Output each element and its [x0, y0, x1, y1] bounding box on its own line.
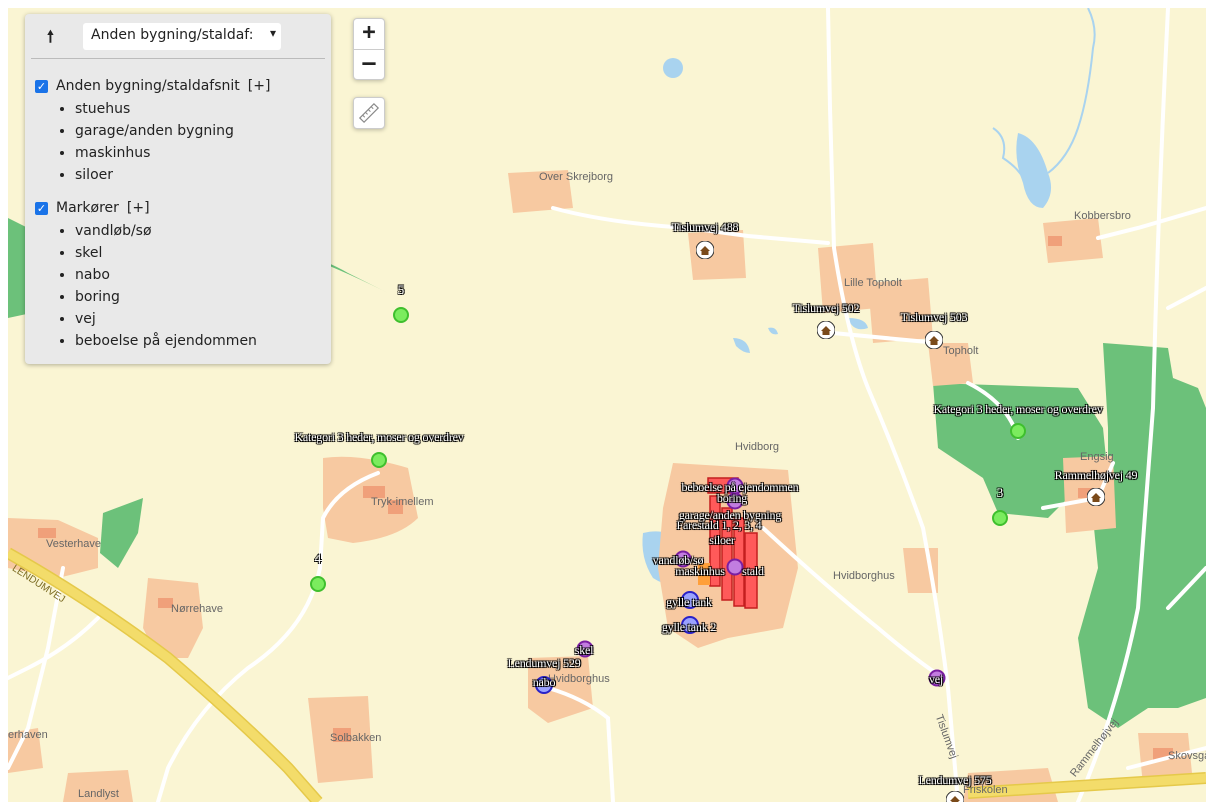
blue-marker[interactable]: [681, 591, 699, 609]
map-label: Lendumvej 575: [918, 773, 992, 787]
house-icon[interactable]: [696, 241, 714, 259]
marker-number: 5: [397, 282, 405, 297]
green-marker[interactable]: [310, 576, 326, 592]
map-label: siloer: [709, 533, 735, 547]
map-label: garage/anden bygning: [678, 508, 782, 522]
layer-group-buildings: ✓ Anden bygning/staldafsnit [+] stuehus …: [35, 76, 270, 186]
map-label: vandløb/sø: [652, 553, 704, 567]
map-label: stald: [742, 564, 764, 578]
legend-item: maskinhus: [75, 142, 270, 164]
map-label: Tislumvej 488: [671, 220, 739, 234]
map-label: Rammelhøjvej 49: [1054, 468, 1138, 482]
legend-item: nabo: [75, 264, 257, 286]
legend-item: garage/anden bygning: [75, 120, 270, 142]
layer-checkbox[interactable]: ✓: [35, 201, 48, 215]
place-label: Nørrehave: [171, 603, 223, 615]
house-icon[interactable]: [1087, 488, 1105, 506]
measure-button[interactable]: [353, 97, 385, 129]
layer-panel: 🠕 Anden bygning/staldaf: ▾ ✓ Anden bygni…: [25, 14, 331, 364]
place-label: Friskolen: [963, 784, 1008, 796]
map-label: beboelse på ejendommen: [681, 480, 799, 494]
purple-marker[interactable]: [726, 492, 744, 510]
purple-marker[interactable]: [726, 558, 744, 576]
place-label: Topholt: [943, 345, 979, 357]
map-label: gylle tank 2: [661, 620, 717, 634]
map-label: Tislumvej 503: [900, 310, 968, 324]
arrow-up-icon[interactable]: 🠕: [47, 27, 54, 46]
layer-group-label: Anden bygning/staldafsnit: [56, 78, 240, 94]
layer-checkbox[interactable]: ✓: [35, 79, 48, 93]
place-label: Tryk-imellem: [371, 496, 434, 508]
legend-item: beboelse på ejendommen: [75, 330, 257, 352]
map-label: skel: [574, 643, 594, 657]
green-marker[interactable]: [1010, 423, 1026, 439]
legend-item: stuehus: [75, 98, 270, 120]
zoom-in-button[interactable]: +: [354, 19, 384, 50]
place-label: Kobbersbro: [1074, 210, 1131, 222]
place-label: Engsig: [1080, 451, 1114, 463]
place-label: Over Skrejborg: [539, 171, 613, 183]
map-label: maskinhus: [675, 564, 725, 578]
layer-group-markers: ✓ Markører [+] vandløb/sø skel nabo bori…: [35, 198, 257, 352]
map-label: Kategori 3 heder, moser og overdrev: [294, 430, 464, 444]
purple-marker[interactable]: [674, 550, 692, 568]
layer-select[interactable]: Anden bygning/staldaf: ▾: [83, 23, 281, 50]
place-label: Landlyst: [78, 788, 119, 800]
zoom-out-button[interactable]: –: [362, 51, 376, 76]
place-label: Hvidborg: [735, 441, 780, 453]
green-marker[interactable]: [992, 510, 1008, 526]
map-label: Kategori 3 heder, moser og overdrev: [933, 402, 1103, 416]
map-label: Farestald 1, 2, 3, 4: [676, 518, 762, 532]
legend-item: boring: [75, 286, 257, 308]
house-icon[interactable]: [817, 321, 835, 339]
map-basemap: [8, 8, 1206, 802]
legend-item: vandløb/sø: [75, 220, 257, 242]
map-label: vej: [928, 672, 944, 686]
marker-number: 4: [314, 551, 322, 566]
purple-marker[interactable]: [576, 640, 594, 658]
legend-item: siloer: [75, 164, 270, 186]
green-marker[interactable]: [393, 307, 409, 323]
chevron-down-icon: ▾: [269, 26, 276, 40]
place-label: erhaven: [8, 729, 48, 741]
house-icon[interactable]: [925, 331, 943, 349]
place-label: Vesterhave: [46, 538, 102, 550]
place-label: Lille Topholt: [844, 277, 902, 289]
ruler-icon: [358, 102, 380, 124]
map-label: Lendumvej 529: [507, 656, 581, 670]
zoom-control: + –: [353, 18, 385, 80]
purple-marker[interactable]: [928, 669, 946, 687]
marker-number: 3: [996, 485, 1004, 500]
place-label: Solbakken: [330, 732, 382, 744]
map-label: gylle tank: [666, 595, 712, 609]
place-label: Hvidborghus: [548, 673, 610, 685]
place-label: Skovsgå: [1168, 750, 1206, 762]
place-label: Hvidborghus: [833, 570, 895, 582]
map-label: Tislumvej 502: [792, 301, 860, 315]
green-marker[interactable]: [371, 452, 387, 468]
map-label: boring: [716, 491, 748, 505]
map-view[interactable]: Over Skrejborg Kobbersbro Lille Topholt …: [8, 8, 1206, 802]
layer-group-label: Markører: [56, 200, 119, 216]
blue-marker[interactable]: [535, 676, 553, 694]
house-icon[interactable]: [946, 791, 964, 802]
blue-marker[interactable]: [681, 616, 699, 634]
legend-item: vej: [75, 308, 257, 330]
expand-button[interactable]: [+]: [247, 78, 271, 94]
legend-item: skel: [75, 242, 257, 264]
layer-select-value: Anden bygning/staldaf:: [91, 27, 254, 43]
expand-button[interactable]: [+]: [126, 200, 150, 216]
map-label: nabo: [532, 675, 556, 689]
